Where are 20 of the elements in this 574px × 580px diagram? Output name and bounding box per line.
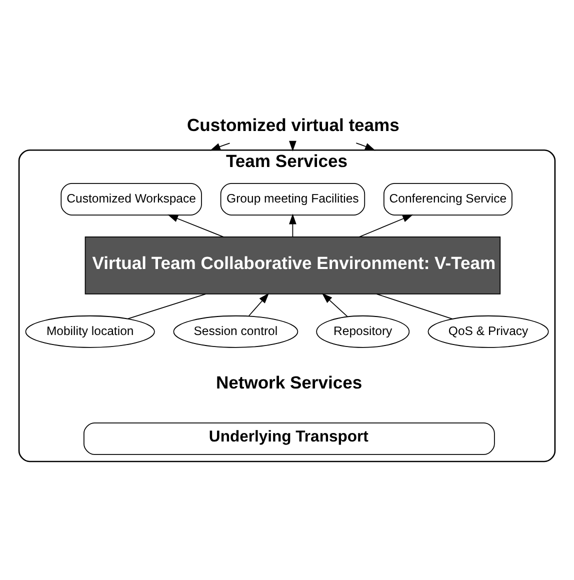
- arrow: [248, 293, 270, 316]
- node-box: Customized Workspace: [60, 183, 202, 216]
- arrow: [322, 293, 348, 318]
- arrow: [210, 142, 230, 151]
- node-box: Underlying Transport: [84, 422, 495, 455]
- arrow: [168, 214, 224, 238]
- node-box: Conferencing Service: [383, 183, 512, 216]
- node-ellipse: Repository: [316, 315, 410, 348]
- arrow: [356, 142, 376, 151]
- arrow: [358, 214, 414, 238]
- connector: [376, 294, 453, 320]
- connector: [127, 294, 206, 320]
- node-ellipse: QoS & Privacy: [428, 315, 549, 348]
- node-ellipse: Session control: [173, 315, 298, 348]
- node-ellipse: Mobility location: [25, 315, 155, 348]
- node-box: Group meeting Facilities: [220, 183, 366, 216]
- arrow: [289, 214, 296, 238]
- label: Network Services: [216, 372, 362, 393]
- node-text: Customized virtual teams: [187, 114, 400, 135]
- node-box: Virtual Team Collaborative Environment: V-Team: [84, 236, 501, 294]
